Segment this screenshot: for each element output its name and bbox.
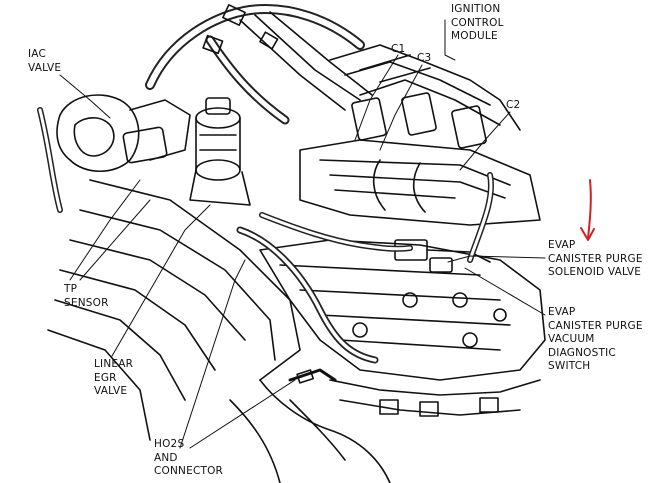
evap-purge-solenoid-label: EVAP CANISTER PURGE SOLENOID VALVE — [548, 239, 643, 278]
ignition-control-module-label: IGNITION CONTROL MODULE — [451, 3, 504, 42]
annotation-arrow-icon — [587, 179, 592, 239]
linear-egr-valve-label: LINEAR EGR VALVE — [94, 358, 134, 397]
iac-valve-label: IAC VALVE — [28, 48, 62, 74]
connector-c1-label: C1 — [391, 43, 406, 55]
tp-sensor-label: TP SENSOR — [64, 283, 109, 309]
connector-c3-label: C3 — [417, 52, 432, 64]
evap-vacuum-switch-label: EVAP CANISTER PURGE VACUUM DIAGNOSTIC SW… — [548, 306, 643, 372]
ho2s-connector-label: HO2S AND CONNECTOR — [154, 438, 224, 477]
connector-c2-label: C2 — [506, 99, 521, 111]
